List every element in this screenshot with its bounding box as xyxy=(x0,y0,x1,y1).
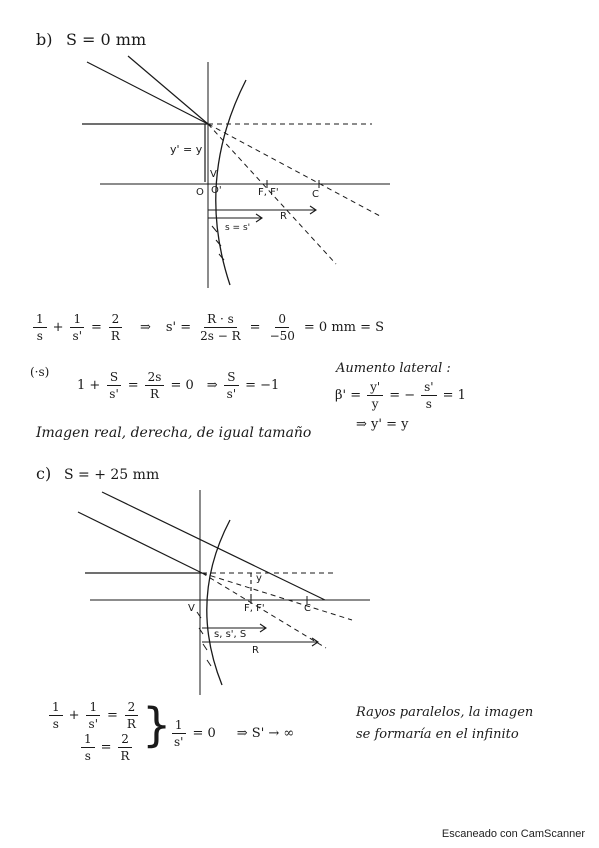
label-r-b: R xyxy=(280,211,287,222)
section-b-heading: b) xyxy=(36,30,53,49)
section-c-note-1: Rayos paralelos, la imagen xyxy=(356,705,534,720)
label-s-eq-sprime-b: s = s' xyxy=(225,223,251,233)
aumento-equation: β' = y'y = − s's = 1 xyxy=(335,380,466,411)
mirror-hatch-b2 xyxy=(215,239,222,247)
mirror-hatch-b1 xyxy=(211,225,218,233)
label-f-b: F, F' xyxy=(258,187,279,198)
label-o-prime-b: O' xyxy=(211,185,222,196)
r-arrowhead-b xyxy=(309,205,317,215)
s-arrowhead-b xyxy=(255,213,263,223)
label-o-b: O xyxy=(196,187,204,198)
mirror-hatch-c1 xyxy=(196,611,202,619)
incident-ray-1-c xyxy=(77,511,203,574)
multiplier-note: (·s) xyxy=(30,365,50,379)
label-v-c: V xyxy=(188,603,195,614)
diagram-c xyxy=(77,490,370,695)
label-r-c: R xyxy=(252,645,259,656)
dashed-ray-c-b xyxy=(207,123,381,217)
mirror-curve-c xyxy=(206,519,231,686)
mirror-hatch-b3 xyxy=(218,253,225,261)
s-arrowhead-c xyxy=(259,623,267,633)
label-f-c: F, F' xyxy=(244,603,265,614)
incident-ray-2-b xyxy=(127,55,209,125)
camscanner-footer: Escaneado con CamScanner xyxy=(441,828,585,840)
label-c-b: C xyxy=(312,189,319,200)
dashed-ray-f-b xyxy=(207,123,337,265)
system-brace: } xyxy=(142,698,172,752)
mirror-curve-b xyxy=(215,79,247,286)
section-b-description: Imagen real, derecha, de igual tamaño xyxy=(36,425,312,441)
label-s-group-c: s, s', S xyxy=(214,629,247,640)
label-y-prime-eq-y: y' = y xyxy=(170,143,203,156)
mirror-hatch-c4 xyxy=(206,659,212,667)
r-arrowhead-c xyxy=(311,637,319,647)
label-v-b: V xyxy=(210,169,217,180)
section-c-note-2: se formaría en el infinito xyxy=(356,727,519,742)
dashed-ray-1-c xyxy=(201,572,353,621)
aumento-title: Aumento lateral : xyxy=(336,361,451,376)
aumento-conclusion: ⇒ y' = y xyxy=(356,417,409,432)
label-c-c: C xyxy=(304,603,311,614)
label-y-c: y xyxy=(256,573,262,584)
incident-ray-1-b xyxy=(86,61,209,125)
dashed-ray-2-c xyxy=(201,572,327,649)
section-c-heading: c) xyxy=(36,464,52,483)
diagram-b xyxy=(82,55,390,288)
section-c-condition: S = + 25 mm xyxy=(64,467,160,483)
mirror-hatch-c3 xyxy=(202,643,208,651)
incident-ray-2-c xyxy=(101,491,326,601)
section-b-condition: S = 0 mm xyxy=(66,30,147,49)
mirror-hatch-c2 xyxy=(198,627,204,635)
